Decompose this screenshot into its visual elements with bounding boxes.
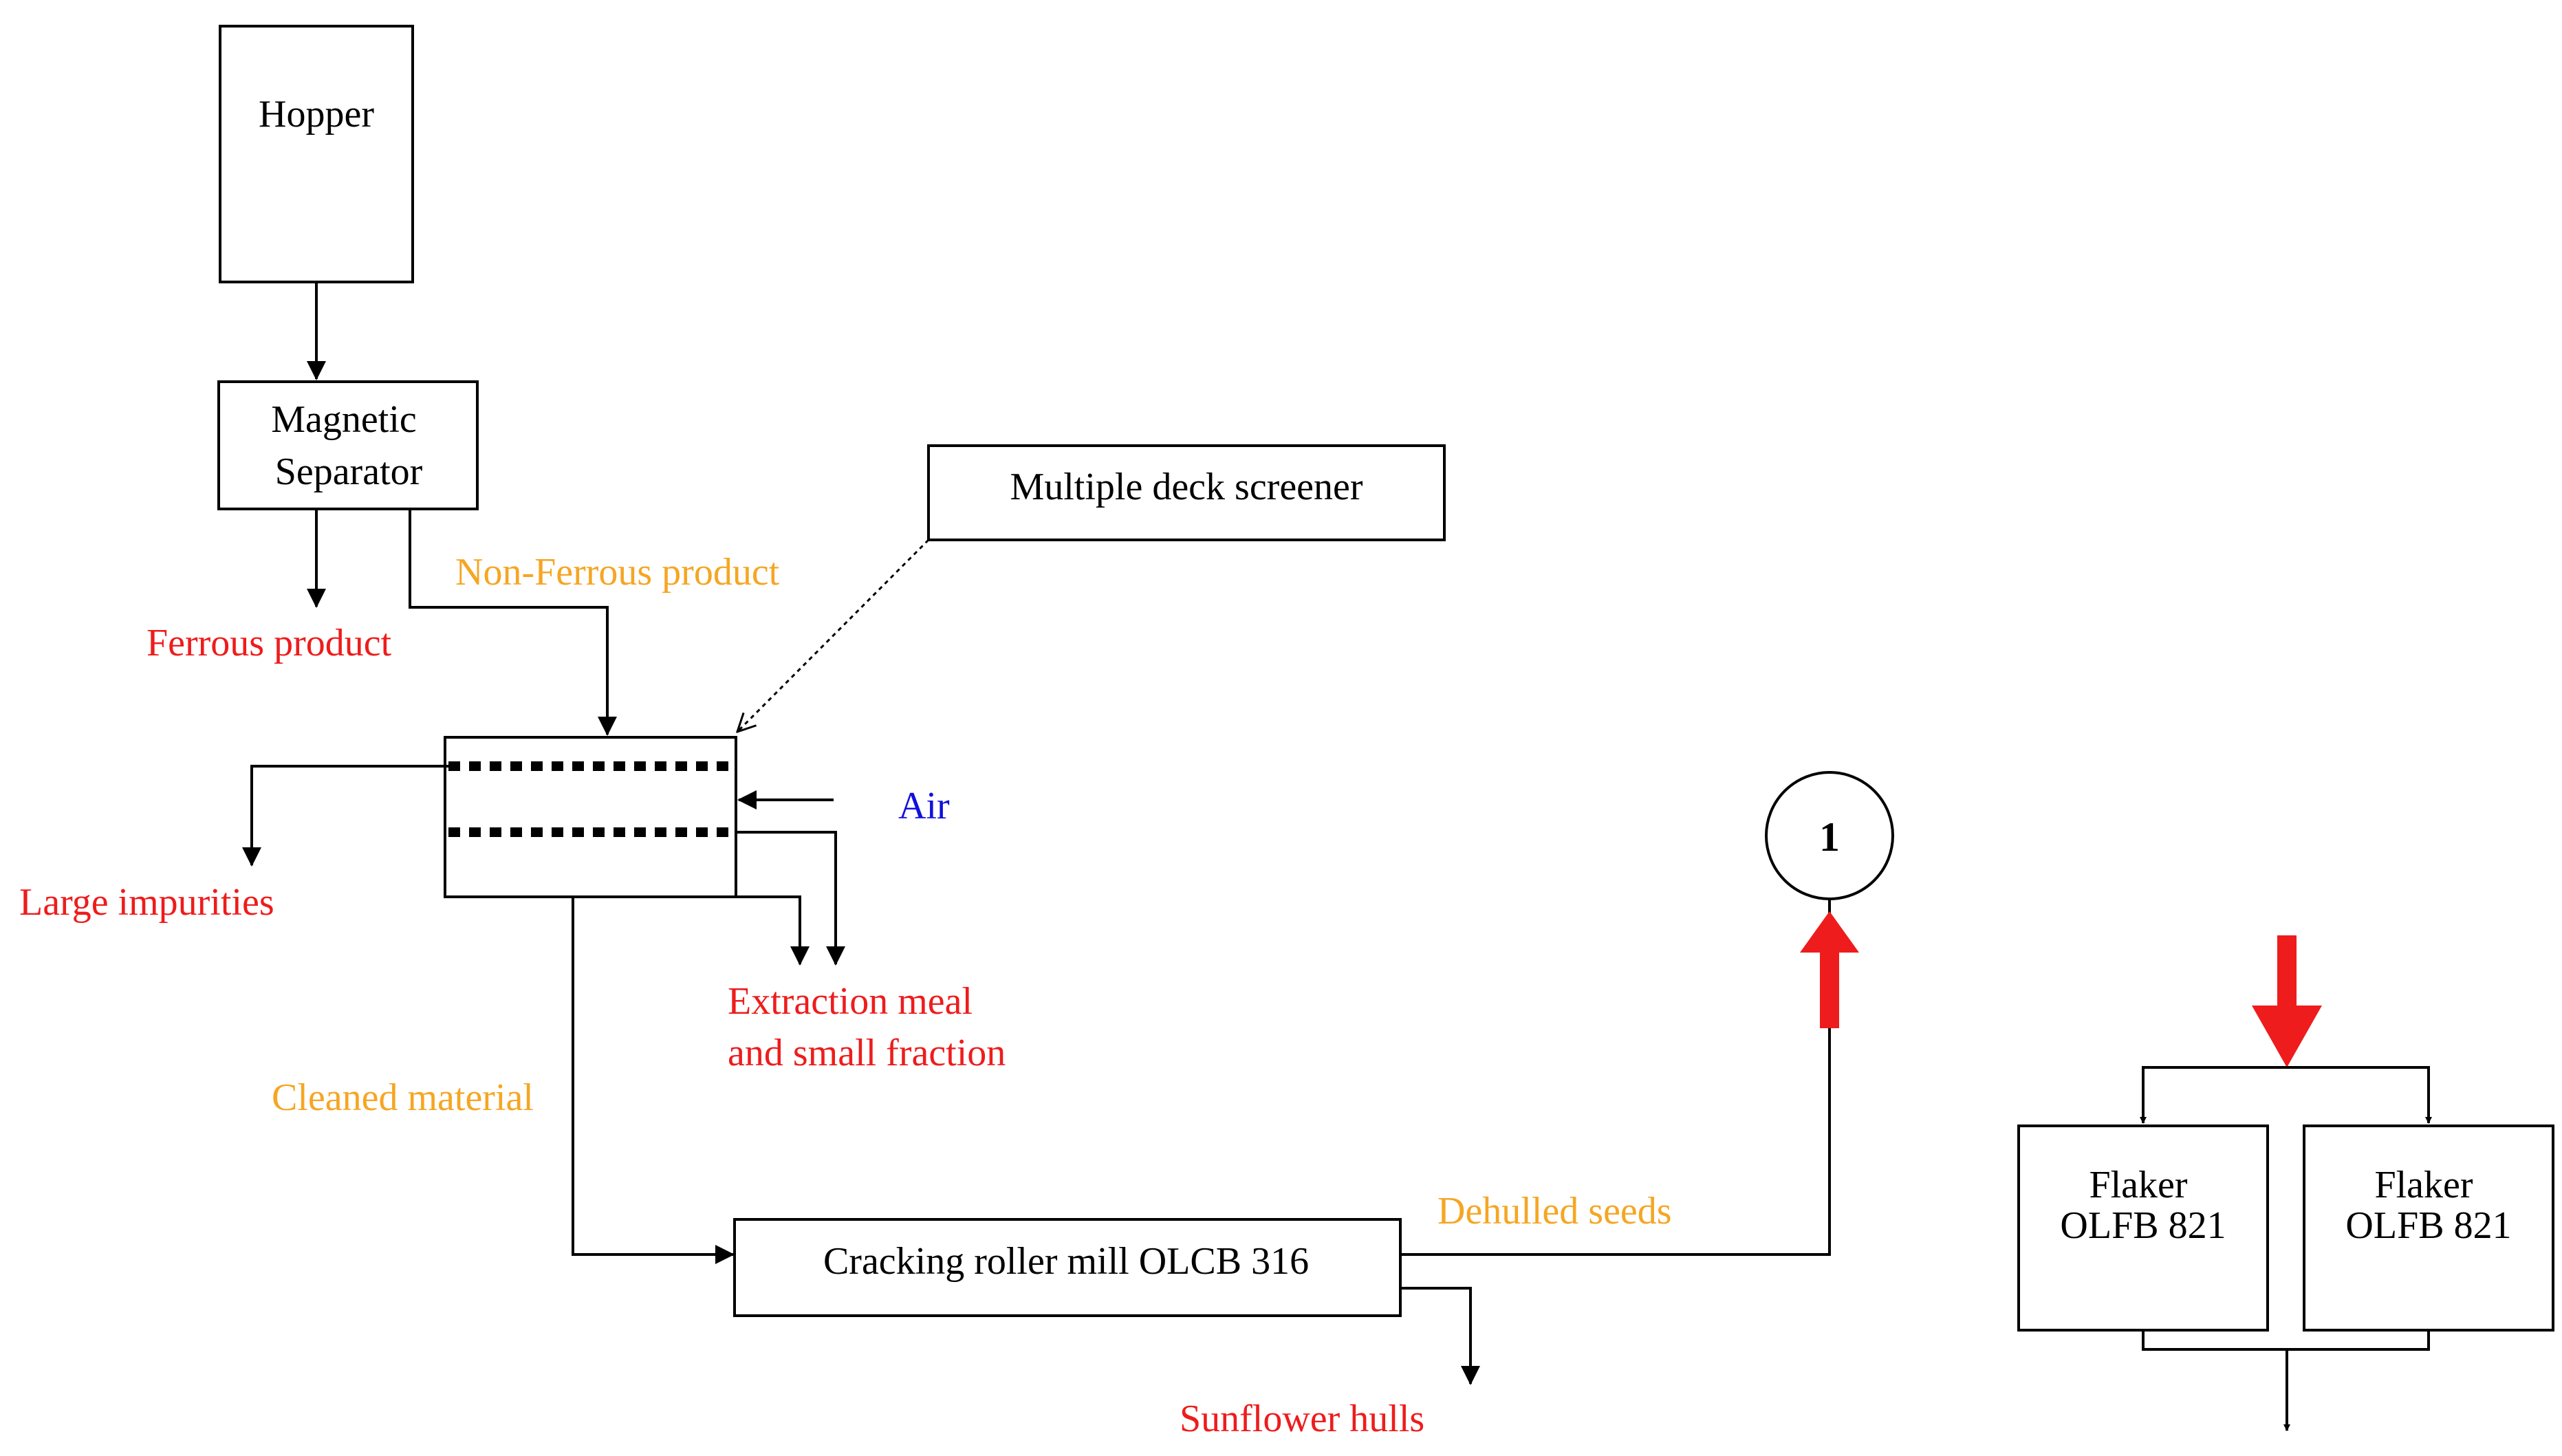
red-arrow-up-to-connector <box>1800 911 1859 1028</box>
magnetic-separator-label: Magnetic Separator <box>271 398 426 493</box>
non-ferrous-product-label: Non-Ferrous product <box>455 551 780 594</box>
sunflower-hulls-label: Sunflower hulls <box>1180 1398 1424 1440</box>
magnetic-separator-line2: Separator <box>275 450 423 493</box>
large-impurities-label: Large impurities <box>19 881 274 924</box>
arrow-small-fraction-out <box>736 831 845 966</box>
magnetic-separator-box <box>217 380 479 510</box>
flaker-feed-left <box>2140 1066 2287 1124</box>
extraction-meal-line1: Extraction meal <box>728 980 973 1023</box>
flaker-feed-right <box>2287 1066 2432 1124</box>
extraction-meal-line2: and small fraction <box>728 1032 1006 1074</box>
arrow-deck-screener-pointer <box>737 539 930 732</box>
dehulled-seeds-label: Dehulled seeds <box>1437 1190 1672 1232</box>
hopper-box <box>219 25 414 283</box>
arrow-cleaned-material-to-mill <box>572 897 735 1264</box>
arrow-non-ferrous-to-screener <box>409 509 617 736</box>
hopper-label: Hopper <box>259 93 374 135</box>
cleaned-material-label: Cleaned material <box>272 1076 534 1119</box>
cracking-roller-mill-label: Cracking roller mill OLCB 316 <box>823 1240 1309 1283</box>
flaker-right-label: Flaker OLFB 821 <box>2345 1164 2511 1247</box>
flaker-left-line1: Flaker <box>2089 1164 2187 1206</box>
multiple-deck-screener-label: Multiple deck screener <box>1010 466 1363 508</box>
flaker-left-label: Flaker OLFB 821 <box>2060 1164 2226 1247</box>
arrow-sunflower-hulls-out <box>1400 1287 1480 1385</box>
red-arrow-down-to-flakers <box>2252 935 2322 1067</box>
extraction-meal-label: Extraction meal and small fraction <box>728 980 1006 1074</box>
magnetic-separator-line1: Magnetic <box>271 398 416 441</box>
cracking-roller-mill-box <box>733 1218 1402 1317</box>
flaker-left-line2: OLFB 821 <box>2060 1204 2226 1247</box>
ferrous-product-label: Ferrous product <box>146 622 392 664</box>
screener-unit <box>444 736 737 898</box>
connector-1-label: 1 <box>1819 814 1840 860</box>
flaker-left-box <box>2017 1124 2269 1332</box>
flaker-right-line2: OLFB 821 <box>2345 1204 2511 1247</box>
multiple-deck-screener-box <box>927 444 1446 541</box>
arrow-extraction-meal-out <box>736 895 810 966</box>
air-label: Air <box>898 785 950 827</box>
flaker-right-line1: Flaker <box>2374 1164 2473 1206</box>
flaker-outlet-collector <box>2142 1330 2430 1351</box>
arrow-large-impurities-out <box>242 765 448 867</box>
